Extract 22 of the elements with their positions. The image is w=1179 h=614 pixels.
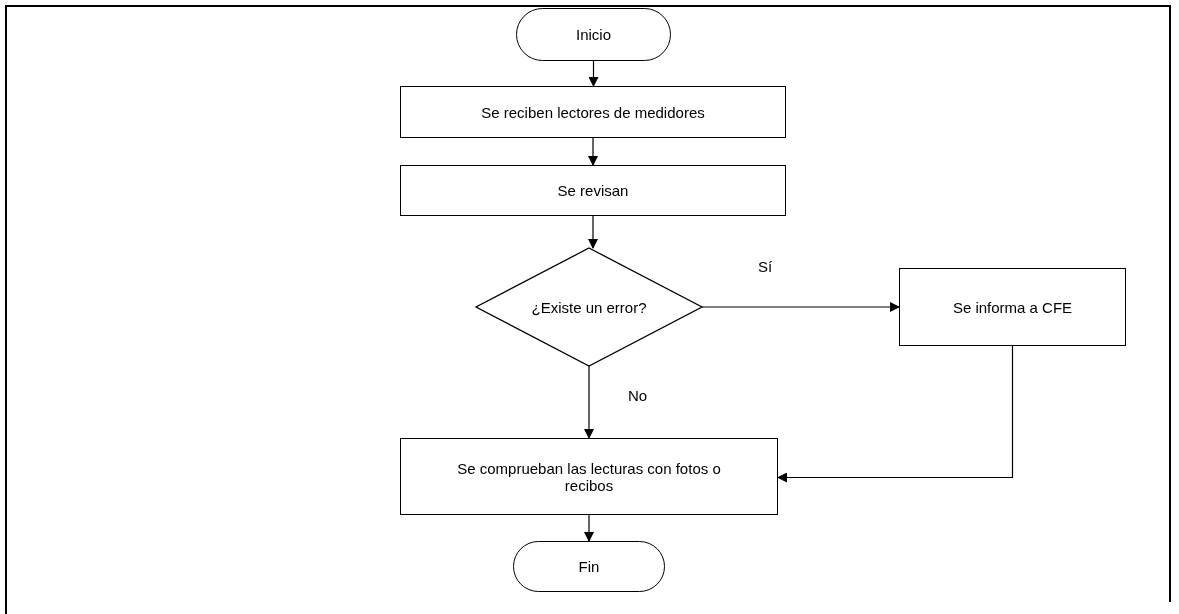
- node-text: Se comprueban las lecturas con fotos o recibos: [456, 459, 722, 494]
- node-text: Se reciben lectores de medidores: [480, 103, 706, 121]
- process-box: [400, 86, 786, 138]
- terminal-shape: [516, 8, 671, 61]
- arrow: [588, 137, 598, 166]
- node-text: Fin: [577, 558, 601, 575]
- process-box: [400, 165, 786, 216]
- process-box: [899, 268, 1126, 346]
- arrow: [588, 60, 599, 87]
- decision-diamond: [476, 248, 702, 366]
- node-text: Se revisan: [556, 182, 630, 199]
- arrow: [777, 345, 1014, 483]
- arrow: [588, 215, 598, 249]
- arrow: [584, 514, 594, 542]
- node-text: Inicio: [575, 26, 612, 43]
- arrow: [701, 302, 900, 312]
- edge-label: Sí: [756, 258, 775, 275]
- arrow: [584, 365, 594, 439]
- process-box: [400, 438, 778, 515]
- node-text: ¿Existe un error?: [530, 298, 648, 316]
- node-text: Se informa a CFE: [951, 298, 1074, 316]
- terminal-shape: [513, 541, 665, 592]
